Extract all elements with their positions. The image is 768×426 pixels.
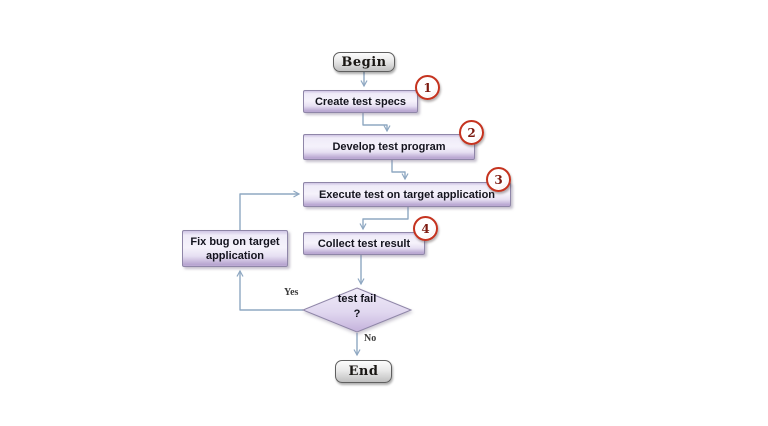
- fix-bug-label: Fix bug on target application: [190, 235, 280, 262]
- step-badge-1-number: 1: [423, 80, 432, 95]
- edge-label-yes: Yes: [284, 287, 299, 298]
- connector-execute-to-collect: [363, 207, 409, 229]
- execute-test-label: Execute test on target application: [318, 188, 496, 201]
- develop-test-program-label: Develop test program: [332, 141, 446, 153]
- step-badge-4: 4: [413, 216, 438, 241]
- connector-develop-to-execute: [391, 160, 405, 179]
- step-badge-1: 1: [415, 75, 440, 100]
- decision-label: test fail ?: [337, 293, 377, 320]
- collect-test-result-label: Collect test result: [317, 237, 411, 250]
- node-execute-test: Execute test on target application: [303, 182, 511, 207]
- node-collect-test-result: Collect test result: [303, 232, 425, 255]
- step-badge-2-number: 2: [467, 125, 476, 140]
- step-badge-2: 2: [459, 120, 484, 145]
- node-end: End: [335, 360, 392, 383]
- end-label: End: [348, 364, 379, 379]
- node-fix-bug: Fix bug on target application: [182, 230, 288, 267]
- step-badge-4-number: 4: [421, 221, 430, 236]
- connector-decision-yes-to-fixbug: [240, 271, 303, 311]
- node-begin: Begin: [333, 52, 395, 72]
- decision-diamond-shape: [301, 287, 413, 333]
- connector-create-to-develop: [362, 113, 387, 131]
- connector-fixbug-to-execute: [239, 194, 299, 230]
- node-develop-test-program: Develop test program: [303, 134, 475, 160]
- step-badge-3-number: 3: [494, 172, 503, 187]
- begin-label: Begin: [341, 54, 387, 70]
- node-create-test-specs: Create test specs: [303, 90, 418, 113]
- create-test-specs-label: Create test specs: [314, 95, 407, 108]
- edge-label-no: No: [364, 333, 377, 344]
- step-badge-3: 3: [486, 167, 511, 192]
